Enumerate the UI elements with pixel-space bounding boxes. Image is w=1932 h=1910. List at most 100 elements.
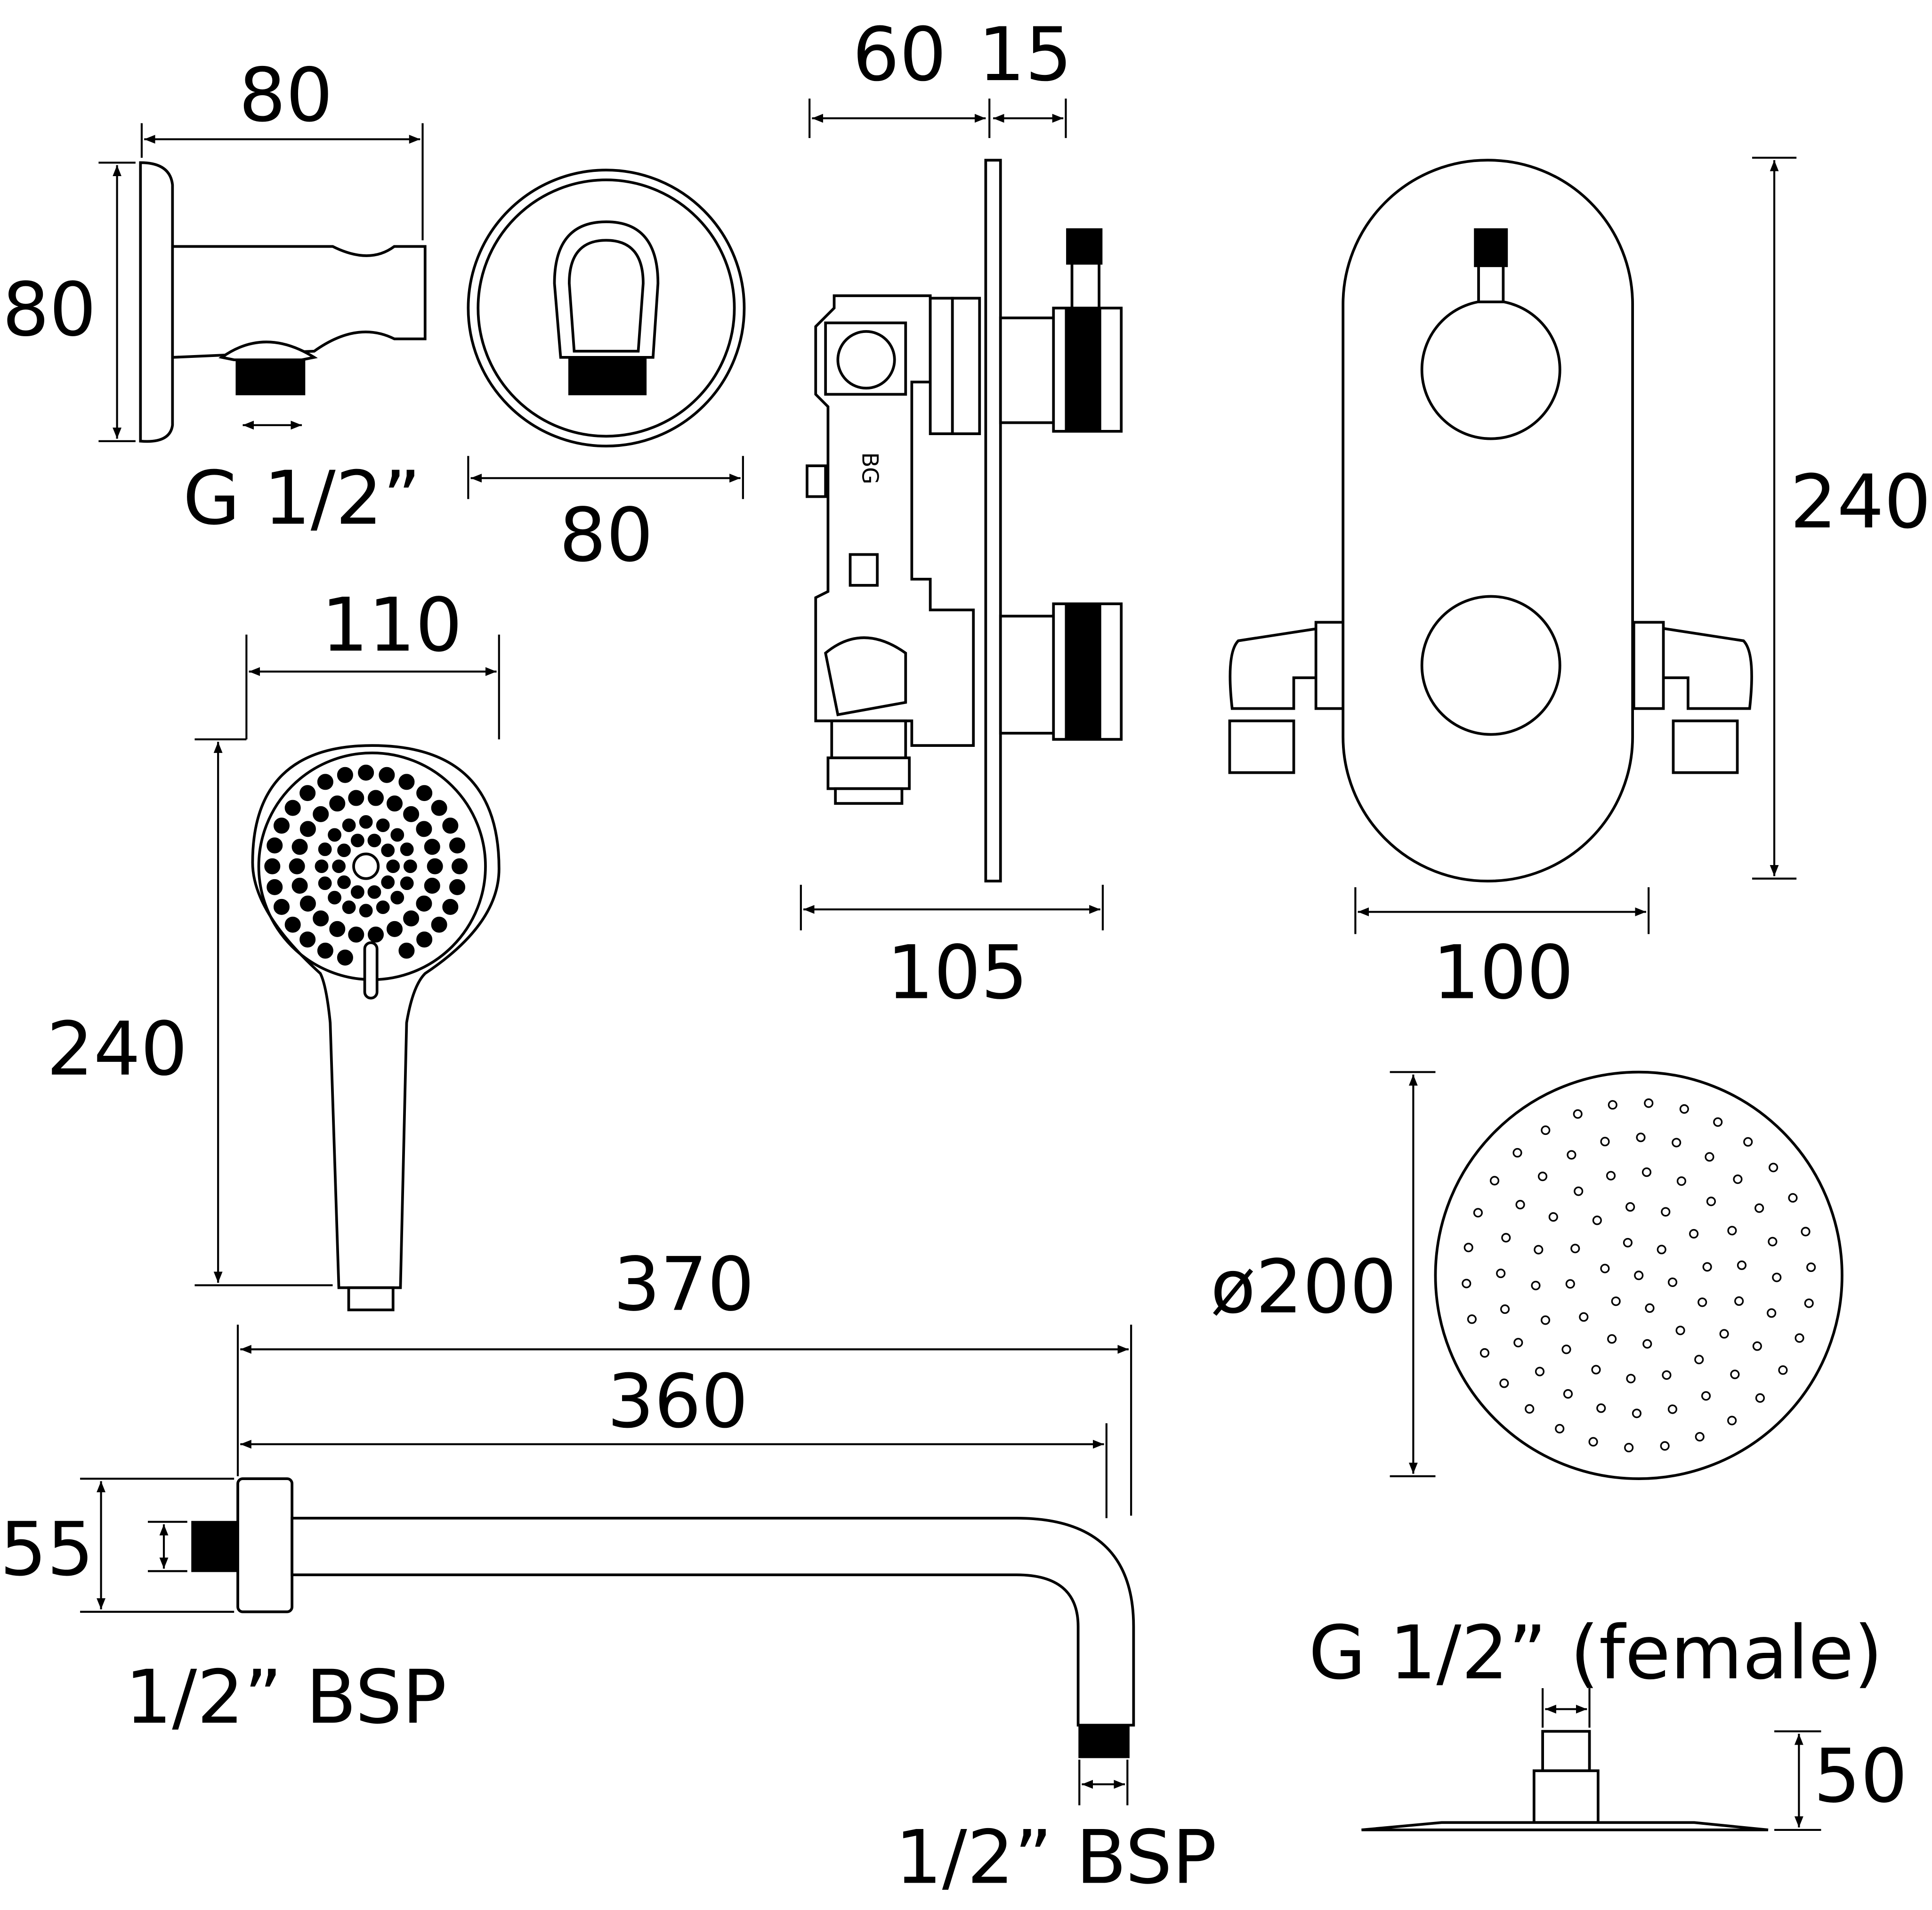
nozzle [359,904,373,918]
nozzle [273,817,290,834]
nozzle [387,795,403,812]
nozzle [1713,1117,1723,1127]
nozzle [1727,1416,1737,1425]
nozzle [337,843,351,858]
nozzle [367,885,381,899]
nozzle [1555,1424,1565,1433]
handset-length-label: 240 [47,1006,188,1093]
nozzle [273,898,290,915]
nozzle [313,806,329,822]
nozzle [1660,1441,1670,1451]
nozzle [1778,1365,1788,1375]
outlet-diameter-label: 80 [559,493,654,579]
arm-head-thread-label: 1/2” BSP [895,1814,1217,1901]
valve-front-view: 240 100 [1228,156,1931,1016]
nozzle [1606,1171,1616,1181]
nozzle [368,926,384,943]
nozzle [348,926,364,943]
nozzle [1689,1229,1699,1239]
nozzle [1705,1152,1714,1162]
nozzle [1662,1370,1672,1380]
nozzle [1667,1404,1678,1414]
nozzle [337,767,353,783]
nozzle [1588,1437,1598,1447]
nozzle [328,890,341,905]
nozzle [416,895,432,912]
nozzle [400,876,414,890]
nozzle [1768,1237,1778,1246]
nozzle [348,790,364,806]
nozzle [1525,1404,1535,1414]
nozzle [318,842,332,856]
nozzle [386,859,400,873]
nozzle [1592,1215,1602,1225]
nozzle [1591,1365,1601,1375]
nozzle [1565,1279,1575,1289]
nozzle [1675,1326,1685,1335]
nozzle [1701,1391,1711,1401]
nozzle [291,877,308,894]
elbow-width-label: 80 [239,52,333,138]
arm-length-total-label: 370 [613,1242,754,1328]
nozzle [1706,1197,1716,1206]
nozzle [1727,1226,1737,1236]
nozzle [267,837,283,854]
nozzle [1579,1312,1589,1322]
valve-depth-handle-label: 15 [978,12,1072,98]
nozzle [387,921,403,937]
valve-brand-mark: BG [857,452,883,484]
shower-handset: 110 240 [47,583,501,1311]
nozzle [376,900,390,915]
nozzle [1730,1369,1740,1379]
nozzle [1534,1245,1544,1254]
nozzle [332,859,346,873]
nozzle [337,949,353,966]
nozzle [1567,1150,1576,1160]
arm-length-label: 360 [607,1359,748,1445]
valve-depth-body-label: 60 [852,12,946,98]
nozzle [1624,1443,1634,1453]
nozzle [1600,1263,1610,1273]
nozzle [431,916,447,933]
nozzle [1500,1304,1510,1314]
nozzle [299,931,316,948]
nozzle [390,828,404,842]
nozzle [1657,1245,1666,1254]
nozzle [329,921,346,937]
nozzle [1570,1244,1580,1254]
nozzle [1607,1334,1617,1344]
nozzle [1645,1303,1655,1313]
nozzle [291,839,308,855]
head-connection-label: G 1/2” (female) [1309,1610,1883,1696]
nozzle [1667,1277,1678,1287]
nozzle [1695,1432,1705,1442]
nozzle [403,806,420,822]
nozzle [289,858,305,874]
nozzle [1632,1408,1642,1418]
nozzle [1634,1271,1644,1280]
valve-total-depth-label: 105 [887,930,1028,1016]
handset-nozzles [264,764,468,966]
handset-head-width-label: 110 [321,583,462,669]
nozzle [299,821,316,837]
nozzle [1733,1174,1743,1184]
nozzle [1623,1238,1633,1247]
nozzle [1698,1297,1707,1307]
nozzle [359,815,373,829]
nozzle [284,916,301,933]
nozzle [1531,1280,1541,1290]
head-diameter-label: ø200 [1211,1244,1397,1330]
nozzle [1600,1137,1610,1147]
nozzle [1501,1233,1511,1243]
nozzle [1804,1298,1814,1308]
nozzle [381,875,395,889]
nozzle [452,858,468,874]
nozzle [1772,1272,1782,1282]
nozzle [1574,1186,1584,1196]
nozzle [1489,1176,1500,1186]
nozzle [431,800,447,816]
nozzle [1702,1262,1712,1272]
nozzle [1626,1374,1636,1384]
arm-plate-height-label: 55 [0,1506,94,1593]
nozzle [1563,1389,1573,1399]
